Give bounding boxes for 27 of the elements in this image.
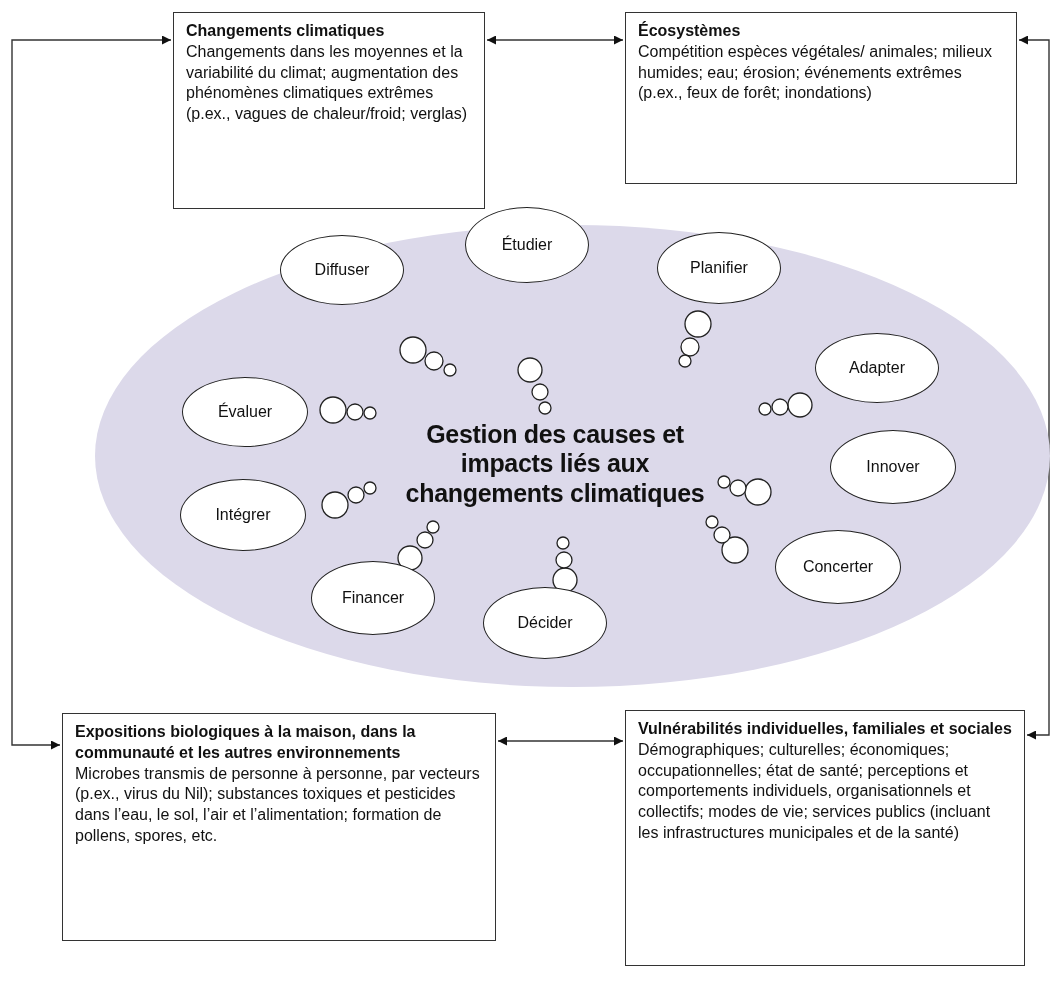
double-arrow: [11, 35, 172, 750]
bubble-label: Financer: [341, 589, 405, 607]
text-box: [173, 12, 485, 209]
central-title: Gestion des causes et impacts liés aux changements climatiques: [404, 420, 706, 508]
bubble-label: Concerter: [802, 558, 874, 576]
text-box: [625, 12, 1017, 184]
double-arrow: [486, 35, 624, 45]
bubble-label: Planifier: [690, 259, 748, 277]
box-heading: Expositions biologiques à la maison, dans la communauté et les autres environnements: [75, 722, 417, 763]
box-heading: Changements climatiques: [186, 21, 386, 41]
bubble-label: Adapter: [848, 359, 905, 377]
bubble-label: Innover: [866, 458, 920, 476]
box-heading: Écosystèmes: [638, 21, 742, 41]
double-arrow: [1018, 35, 1050, 740]
box-body: Démographiques; culturelles; économiques; occupationnelles; état de santé; perceptions et comportements individuels, organisationnels et collectifs; modes de vie; services publics (incluant les infrastructures municipales et de la santé): [638, 739, 992, 843]
double-arrow: [497, 736, 624, 746]
bubble-label: Évaluer: [217, 403, 273, 421]
box-body: Microbes transmis de personne à personne, par vecteurs (p.ex., virus du Nil); substances toxiques et pesticides dans l’eau, le sol, l’air et l’alimentation; formation de pollens, spores, etc.: [75, 763, 481, 846]
text-box: [62, 713, 496, 941]
box-body: Compétition espèces végétales/ animales; milieux humides; eau; érosion; événements extrêmes (p.ex., feux de forêt; inondations): [638, 41, 993, 104]
bubble-label: Décider: [517, 614, 573, 632]
text-box: [625, 710, 1025, 966]
bubble-label: Étudier: [501, 236, 553, 254]
bubble-label: Intégrer: [215, 506, 271, 524]
box-body: Changements dans les moyennes et la variabilité du climat; augmentation des phénomènes climatiques extrêmes (p.ex., vagues de chaleur/froid; verglas): [186, 41, 469, 125]
box-heading: Vulnérabilités individuelles, familiales et sociales: [638, 719, 1012, 739]
bubble-label: Diffuser: [314, 261, 370, 279]
